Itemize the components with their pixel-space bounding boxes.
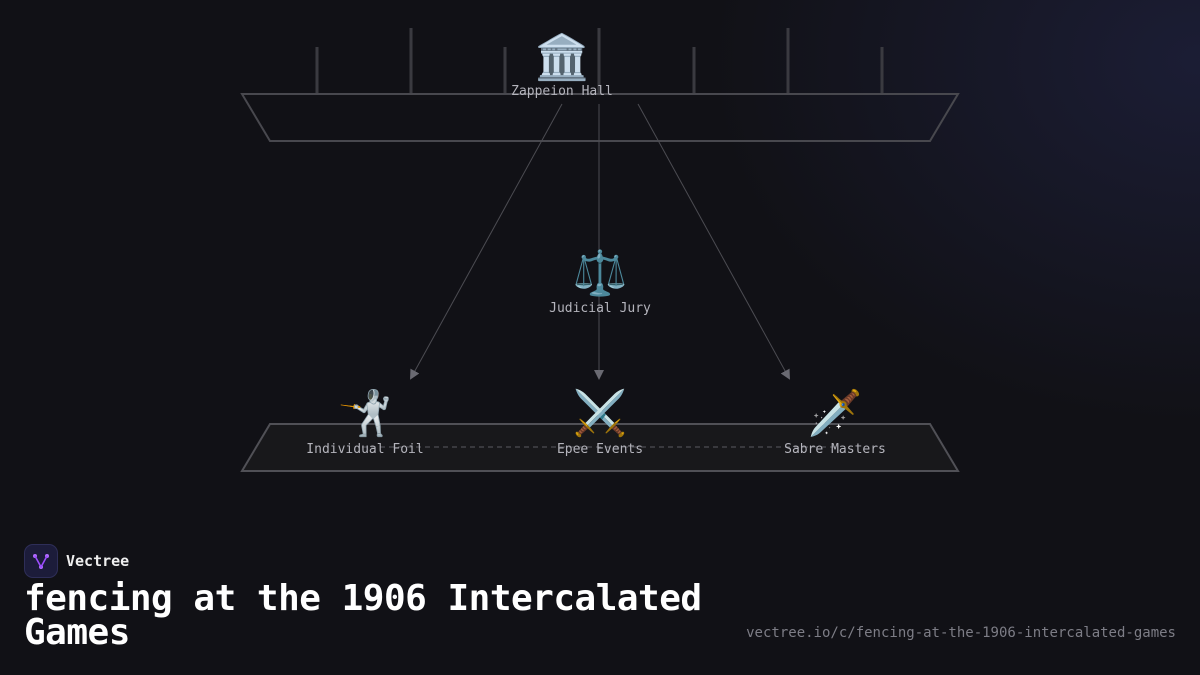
node-label-epee-events: Epee Events bbox=[557, 442, 643, 457]
node-label-individual-foil: Individual Foil bbox=[306, 442, 423, 457]
brand: Vectree bbox=[24, 544, 129, 578]
node-individual-foil: 🤺 Individual Foil bbox=[306, 388, 423, 457]
node-label-judicial-jury: Judicial Jury bbox=[549, 301, 651, 316]
node-epee-events: ⚔️ Epee Events bbox=[557, 388, 643, 457]
diagram: 🏛️ Zappeion Hall ⚖️ Judicial Jury 🤺 Indi… bbox=[240, 28, 960, 472]
top-platform-pillars bbox=[315, 28, 884, 94]
node-zappeion-hall: 🏛️ Zappeion Hall bbox=[511, 32, 613, 99]
connector-to-individual-foil bbox=[410, 103, 563, 380]
node-judicial-jury: ⚖️ Judicial Jury bbox=[549, 248, 651, 316]
page-title: fencing at the 1906 Intercalated Games bbox=[24, 578, 702, 653]
top-platform bbox=[240, 93, 960, 142]
dagger-icon: 🗡️ bbox=[808, 388, 863, 439]
page-url: vectree.io/c/fencing-at-the-1906-interca… bbox=[746, 625, 1176, 641]
crossed-swords-icon: ⚔️ bbox=[573, 388, 628, 439]
node-label-zappeion-hall: Zappeion Hall bbox=[511, 84, 613, 99]
node-label-sabre-masters: Sabre Masters bbox=[784, 442, 886, 457]
fencer-icon: 🤺 bbox=[338, 388, 393, 439]
vectree-logo-icon bbox=[24, 544, 58, 578]
balance-scale-icon: ⚖️ bbox=[573, 248, 628, 299]
brand-name: Vectree bbox=[66, 552, 130, 570]
connectors bbox=[410, 103, 790, 380]
classical-building-icon: 🏛️ bbox=[535, 32, 590, 83]
connector-to-sabre-masters bbox=[637, 103, 790, 380]
node-sabre-masters: 🗡️ Sabre Masters bbox=[784, 388, 886, 457]
